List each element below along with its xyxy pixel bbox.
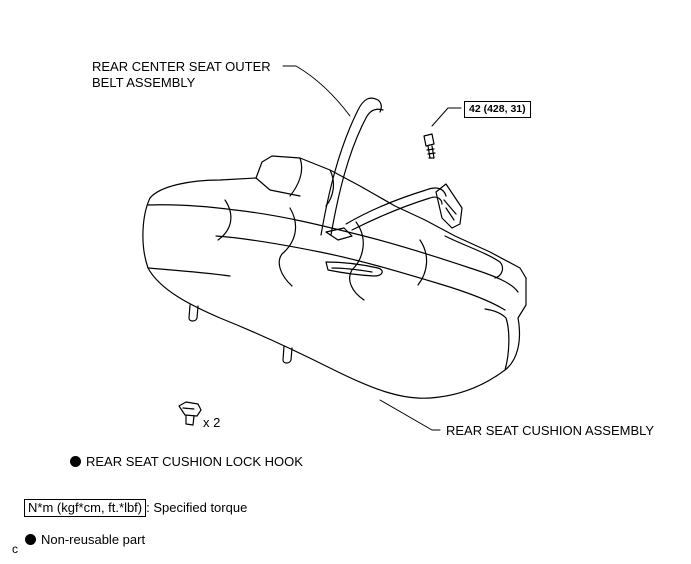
legend-torque: N*m (kgf*cm, ft.*lbf): Specified torque — [24, 499, 247, 517]
torque-value: 42 (428, 31) — [469, 103, 526, 115]
rear-seat-cushion — [142, 155, 527, 399]
lock-hook-label: REAR SEAT CUSHION LOCK HOOK — [70, 454, 303, 470]
non-reusable-dot-icon — [25, 534, 36, 545]
non-reusable-dot-icon — [70, 456, 81, 467]
leader-lines — [282, 65, 462, 431]
hook-quantity-label: x 2 — [203, 415, 221, 430]
leader-cushion — [379, 399, 441, 431]
leader-belt — [282, 65, 351, 117]
belt-assembly-label-line2: BELT ASSEMBLY — [92, 75, 196, 90]
legend-torque-units: N*m (kgf*cm, ft.*lbf) — [28, 500, 143, 515]
legend-non-reusable: Non-reusable part — [25, 532, 145, 548]
cushion-assembly-label: REAR SEAT CUSHION ASSEMBLY — [446, 423, 655, 438]
cushion-hooks — [188, 304, 293, 364]
corner-mark: c — [12, 542, 18, 556]
bolt-icon — [423, 133, 436, 159]
leader-torque — [431, 107, 462, 127]
lock-hook-icon — [178, 401, 202, 426]
seat-belt-strap — [320, 97, 463, 241]
legend-torque-box: N*m (kgf*cm, ft.*lbf) — [24, 499, 147, 517]
legend-non-reusable-text: Non-reusable part — [41, 532, 146, 547]
belt-assembly-label-line1: REAR CENTER SEAT OUTER — [92, 59, 271, 74]
lock-hook-text: REAR SEAT CUSHION LOCK HOOK — [86, 454, 303, 469]
torque-spec-box: 42 (428, 31) — [464, 101, 531, 118]
legend-torque-desc: : Specified torque — [146, 500, 248, 515]
